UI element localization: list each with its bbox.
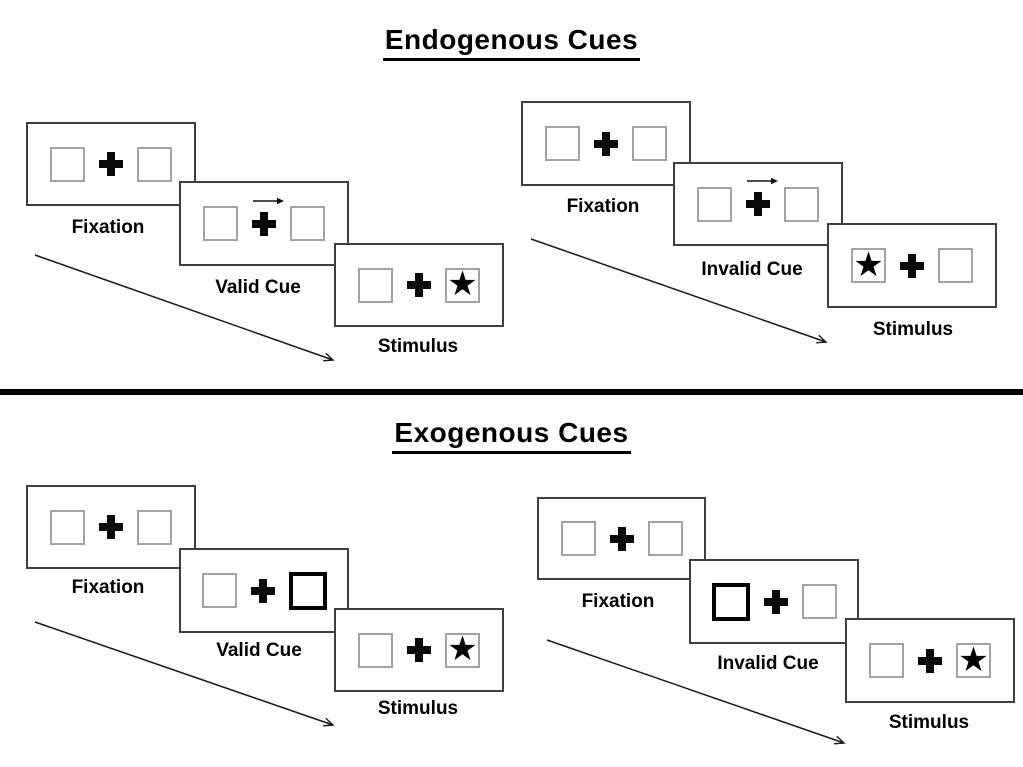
- section-divider: [0, 389, 1023, 395]
- left-placeholder-box: [545, 126, 580, 161]
- left-placeholder-box: [869, 643, 904, 678]
- stimulus-panel: ★: [827, 223, 997, 308]
- fixation-cross-icon: [407, 638, 431, 662]
- panel-label: Fixation: [71, 217, 145, 238]
- left-placeholder-box: [203, 206, 238, 241]
- invalid-cue-panel: [689, 559, 859, 644]
- left-highlighted-cue-box: [711, 582, 750, 621]
- panel-label: Stimulus: [872, 319, 954, 340]
- right-target-box: ★: [445, 630, 480, 668]
- fixation-cross-icon: [609, 526, 634, 551]
- right-placeholder-box: [137, 509, 172, 545]
- right-arrow-cue-icon: [253, 197, 284, 204]
- right-placeholder-box: [137, 146, 172, 182]
- right-placeholder-box: [290, 206, 325, 241]
- left-placeholder-box: [50, 146, 85, 182]
- fixation-panel: [537, 497, 706, 580]
- panel-label: Fixation: [581, 591, 655, 612]
- panel-label: Stimulus: [377, 336, 459, 357]
- panel-label: Valid Cue: [216, 640, 302, 661]
- sequence-arrow: [546, 639, 846, 745]
- right-placeholder-box: [647, 521, 683, 556]
- exogenous-title-text: Exogenous Cues: [392, 417, 631, 454]
- left-placeholder-box: [697, 186, 732, 222]
- star-icon: ★: [958, 640, 989, 679]
- left-placeholder-box: [201, 573, 237, 608]
- left-placeholder-box: [560, 521, 596, 556]
- fixation-cross-icon: [99, 515, 123, 539]
- star-icon: ★: [447, 630, 478, 668]
- fixation-panel: [521, 101, 691, 186]
- left-placeholder-box: [50, 509, 85, 545]
- stimulus-panel: ★: [334, 243, 504, 327]
- section-title-exogenous: Exogenous Cues: [0, 417, 1023, 454]
- right-placeholder-box: [938, 248, 973, 283]
- section-title-endogenous: Endogenous Cues: [0, 24, 1023, 61]
- right-target-box: ★: [956, 643, 991, 678]
- panel-label: Stimulus: [888, 712, 970, 733]
- panel-label: Invalid Cue: [701, 259, 803, 280]
- star-icon: ★: [447, 265, 478, 303]
- right-placeholder-box: [784, 186, 819, 222]
- fixation-panel: [26, 122, 196, 206]
- panel-label: Fixation: [71, 577, 145, 598]
- fixation-cross-icon: [250, 578, 275, 603]
- left-placeholder-box: [358, 267, 393, 303]
- panel-label: Valid Cue: [215, 277, 301, 298]
- right-arrow-cue-icon: [747, 177, 778, 185]
- fixation-cross-icon: [594, 131, 618, 156]
- sequence-arrow: [530, 238, 828, 344]
- fixation-cross-icon: [918, 648, 942, 673]
- valid-cue-panel: [179, 548, 349, 633]
- fixation-cross-icon: [746, 192, 770, 216]
- fixation-cross-icon: [407, 273, 431, 297]
- left-target-box: ★: [851, 248, 886, 283]
- fixation-cross-icon: [763, 589, 788, 614]
- valid-cue-panel: [179, 181, 349, 266]
- right-placeholder-box: [801, 584, 837, 619]
- right-highlighted-cue-box: [288, 571, 327, 610]
- sequence-arrow: [34, 621, 335, 727]
- invalid-cue-panel: [673, 162, 843, 246]
- right-placeholder-box: [632, 126, 667, 161]
- fixation-cross-icon: [99, 152, 123, 176]
- stimulus-panel: ★: [334, 608, 504, 692]
- star-icon: ★: [853, 245, 884, 284]
- fixation-cross-icon: [900, 253, 924, 278]
- fixation-panel: [26, 485, 196, 569]
- left-placeholder-box: [358, 632, 393, 668]
- panel-label: Fixation: [566, 196, 640, 217]
- stimulus-panel: ★: [845, 618, 1015, 703]
- panel-label: Invalid Cue: [717, 653, 819, 674]
- sequence-arrow: [34, 254, 335, 362]
- panel-label: Stimulus: [377, 698, 459, 719]
- endogenous-title-text: Endogenous Cues: [382, 24, 641, 61]
- fixation-cross-icon: [252, 211, 276, 236]
- right-target-box: ★: [445, 265, 480, 303]
